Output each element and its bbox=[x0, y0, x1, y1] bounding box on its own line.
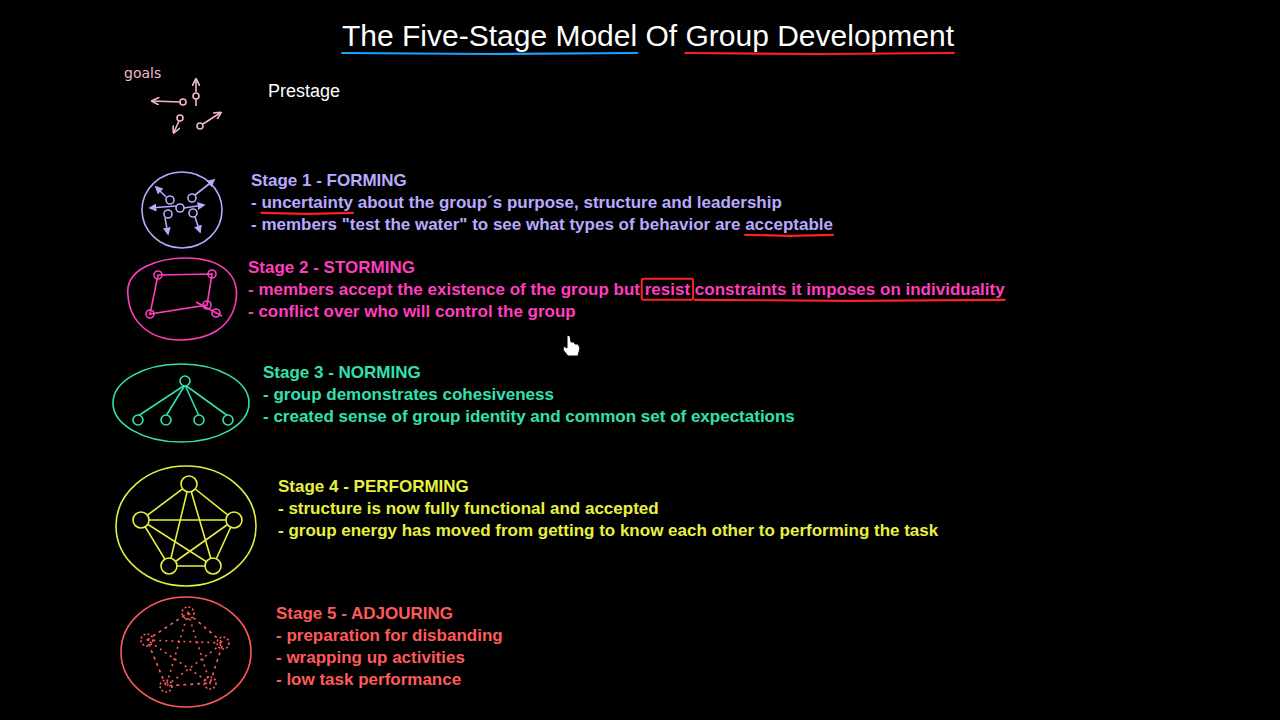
goals-sketch bbox=[153, 80, 220, 132]
underline bbox=[695, 300, 1005, 301]
stage-bullet: - low task performance bbox=[276, 670, 461, 690]
underline bbox=[745, 235, 833, 236]
stage-bullet: - members accept the existence of the gr… bbox=[248, 280, 1005, 300]
stage-heading: Stage 3 - NORMING bbox=[263, 363, 421, 383]
mouse-pointer bbox=[563, 335, 580, 356]
stage-bullet: - group demonstrates cohesiveness bbox=[263, 385, 554, 405]
stage-bullet: - wrapping up activities bbox=[276, 648, 465, 668]
stage-heading: Stage 5 - ADJOURING bbox=[276, 604, 453, 624]
underline bbox=[342, 53, 637, 54]
forming-icon bbox=[142, 172, 222, 248]
stage-heading: Stage 4 - PERFORMING bbox=[278, 477, 469, 497]
stage-heading: Stage 2 - STORMING bbox=[248, 258, 415, 278]
stage-bullet: - structure is now fully functional and … bbox=[278, 499, 659, 519]
underline bbox=[685, 53, 953, 54]
stage-bullet: - uncertainty about the group´s purpose,… bbox=[251, 193, 782, 213]
adjourning-icon bbox=[121, 597, 251, 707]
stage-label: Prestage bbox=[268, 81, 340, 103]
underline bbox=[261, 213, 353, 214]
stage-bullet: - members "test the water" to see what t… bbox=[251, 215, 833, 235]
performing-icon bbox=[116, 466, 256, 586]
norming-icon bbox=[113, 364, 249, 442]
stage-bullet: - conflict over who will control the gro… bbox=[248, 302, 576, 322]
stage-bullet: - preparation for disbanding bbox=[276, 626, 503, 646]
stage-heading: Stage 1 - FORMING bbox=[251, 171, 407, 191]
sketch-word: goals bbox=[124, 65, 161, 82]
stage-bullet: - created sense of group identity and co… bbox=[263, 407, 795, 427]
storming-icon bbox=[128, 258, 237, 340]
stage-bullet: - group energy has moved from getting to… bbox=[278, 521, 938, 541]
title: The Five-Stage Model Of Group Developmen… bbox=[342, 18, 954, 54]
